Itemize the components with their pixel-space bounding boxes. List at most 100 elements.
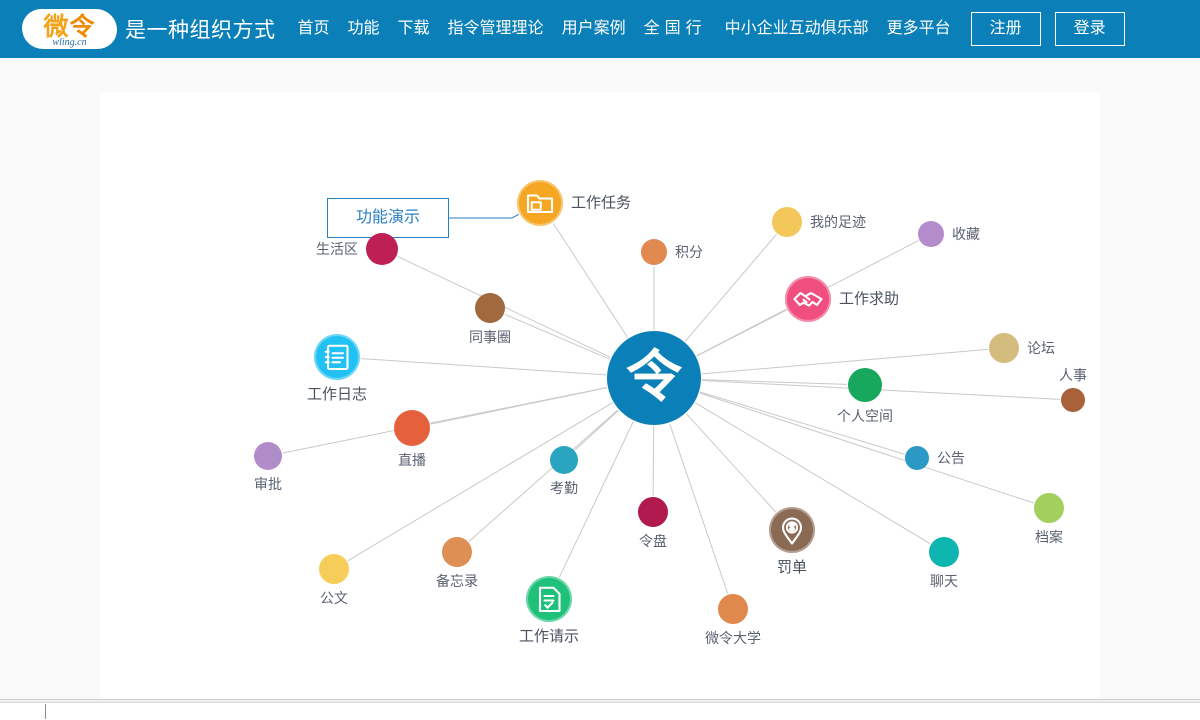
callout-connector xyxy=(449,213,520,219)
mindmap-node-label-wling-univ: 微令大学 xyxy=(705,630,761,646)
mindmap-node-approval[interactable] xyxy=(254,442,282,470)
mindmap-edge xyxy=(468,409,619,542)
login-button[interactable]: 登录 xyxy=(1054,12,1125,46)
callout-feature-demo[interactable]: 功能演示 xyxy=(327,198,449,238)
mindmap-node-favorites[interactable] xyxy=(918,221,944,247)
mindmap-node-live-stream[interactable] xyxy=(394,410,430,446)
mindmap-node-living-area[interactable] xyxy=(366,233,398,265)
nav-item-cases[interactable]: 用户案例 xyxy=(561,20,626,37)
mindmap-node-label-personnel: 人事 xyxy=(1059,367,1087,383)
mindmap-node-label-chat: 聊天 xyxy=(930,573,958,589)
folder-icon xyxy=(522,185,558,221)
nav-item-home[interactable]: 首页 xyxy=(297,20,330,37)
mindmap-edge xyxy=(347,402,614,562)
mindmap-edge xyxy=(696,309,787,357)
mindmap-node-label-attendance: 考勤 xyxy=(550,480,578,496)
brand-tagline: 是一种组织方式 xyxy=(125,19,276,42)
mindmap-node-memo[interactable] xyxy=(442,537,472,567)
mindmap-node-label-memo: 备忘录 xyxy=(436,573,478,589)
content-card xyxy=(100,92,1100,701)
mindmap-node-chat[interactable] xyxy=(929,537,959,567)
mindmap-node-personal-space[interactable] xyxy=(848,368,882,402)
mindmap-edge xyxy=(685,413,777,513)
mindmap-node-official-doc[interactable] xyxy=(319,554,349,584)
mindmap-node-label-favorites: 收藏 xyxy=(952,226,980,242)
mindmap-node-label-work-help: 工作求助 xyxy=(839,290,900,308)
mindmap-node-label-work-request: 工作请示 xyxy=(518,628,580,645)
handshake-icon xyxy=(790,281,826,317)
center-node-label: 令 xyxy=(626,345,682,410)
center-node-ling[interactable]: 令 xyxy=(607,331,701,425)
nav-item-download[interactable]: 下载 xyxy=(397,20,430,37)
mindmap-edge xyxy=(430,387,608,425)
logo-char-1: 微 xyxy=(43,11,70,41)
mindmap-node-label-ling-disk: 令盘 xyxy=(639,533,667,549)
mindmap-node-work-help[interactable] xyxy=(785,276,831,322)
mindmap-node-label-my-footprint: 我的足迹 xyxy=(810,214,866,230)
wling-logo-icon[interactable]: 微令 wling.cn xyxy=(22,9,117,49)
logo-characters: 微令 xyxy=(43,14,95,39)
mindmap-node-archives[interactable] xyxy=(1034,493,1064,523)
mindmap-node-label-official-doc: 公文 xyxy=(320,590,348,606)
mindmap-node-work-request[interactable] xyxy=(526,576,572,622)
logo-char-2: 令 xyxy=(69,11,96,41)
mindmap-edge xyxy=(552,222,629,339)
mindmap-node-label-announcement: 公告 xyxy=(937,450,965,466)
mindmap-edge xyxy=(701,379,848,385)
logo-url-text: wling.cn xyxy=(52,37,87,48)
mindmap-edges xyxy=(282,213,1061,595)
nav-item-command-theory[interactable]: 指令管理理论 xyxy=(447,20,544,37)
mindmap-node-forum[interactable] xyxy=(989,333,1019,363)
mindmap-node-personnel[interactable] xyxy=(1061,388,1085,412)
money-pin-icon xyxy=(774,512,810,548)
main-nav: 首页 功能 下载 指令管理理论 用户案例 全国行 中小企业互动俱乐部 更多平台 xyxy=(298,21,951,37)
mindmap-node-wling-univ[interactable] xyxy=(718,594,748,624)
register-button[interactable]: 注册 xyxy=(970,12,1041,46)
mindmap-node-attendance[interactable] xyxy=(550,446,578,474)
bottom-strip xyxy=(0,703,1200,720)
text-caret xyxy=(45,704,46,719)
nav-item-features[interactable]: 功能 xyxy=(347,20,380,37)
mindmap-edge xyxy=(694,402,931,545)
mindmap-node-ling-disk[interactable] xyxy=(638,497,668,527)
mindmap-node-label-approval: 审批 xyxy=(254,476,282,492)
nav-item-national-tour[interactable]: 全国行 xyxy=(643,20,707,37)
mindmap-edge xyxy=(558,421,634,578)
mindmap-edge xyxy=(669,423,729,595)
mindmap-edge xyxy=(652,425,655,497)
mindmap-node-label-archives: 档案 xyxy=(1035,529,1063,545)
mindmap-node-label-forum: 论坛 xyxy=(1027,340,1055,356)
mindmap-node-points[interactable] xyxy=(641,239,667,265)
mindmap-node-announcement[interactable] xyxy=(905,446,929,470)
mindmap-node-label-points: 积分 xyxy=(675,244,703,260)
mindmap-edge xyxy=(360,358,607,376)
mindmap-node-work-task[interactable] xyxy=(517,180,563,226)
mindmap-node-label-live-stream: 直播 xyxy=(398,452,426,468)
bottom-divider xyxy=(0,699,1200,703)
calendar-icon xyxy=(319,339,355,375)
mindmap-edge xyxy=(504,313,611,360)
mindmap-node-label-personal-space: 个人空间 xyxy=(837,408,893,424)
mindmap-node-fine-ticket[interactable] xyxy=(769,507,815,553)
mindmap-edge xyxy=(699,392,1034,504)
mindmap-node-label-living-area: 生活区 xyxy=(316,241,358,257)
header-actions: 注册 登录 xyxy=(970,12,1125,46)
mindmap-diagram: 令 功能演示 工作任务积分 我的足迹收藏工作求助论坛人事个人空间公告档案聊天 罚单微… xyxy=(0,58,1200,701)
mindmap-node-my-footprint[interactable] xyxy=(772,207,802,237)
mindmap-edge xyxy=(684,233,777,342)
mindmap-node-label-work-task: 工作任务 xyxy=(571,194,632,212)
mindmap-edge xyxy=(574,409,619,451)
mindmap-node-label-colleague-circle: 同事圈 xyxy=(469,329,511,345)
mindmap-node-colleague-circle[interactable] xyxy=(475,293,505,323)
mindmap-node-label-work-log: 工作日志 xyxy=(306,386,368,403)
mindmap-node-label-fine-ticket: 罚单 xyxy=(776,559,808,576)
page-body: 令 功能演示 工作任务积分 我的足迹收藏工作求助论坛人事个人空间公告档案聊天 罚单微… xyxy=(0,58,1200,701)
checklist-icon xyxy=(531,581,567,617)
site-header: 微令 wling.cn 是一种组织方式 首页 功能 下载 指令管理理论 用户案例… xyxy=(0,0,1200,58)
mindmap-edge xyxy=(701,348,989,375)
mindmap-edge xyxy=(699,391,905,455)
nav-item-more-platforms[interactable]: 更多平台 xyxy=(886,20,951,37)
mindmap-node-work-log[interactable] xyxy=(314,334,360,380)
callout-label: 功能演示 xyxy=(355,209,420,226)
nav-item-sme-club[interactable]: 中小企业互动俱乐部 xyxy=(724,20,869,37)
